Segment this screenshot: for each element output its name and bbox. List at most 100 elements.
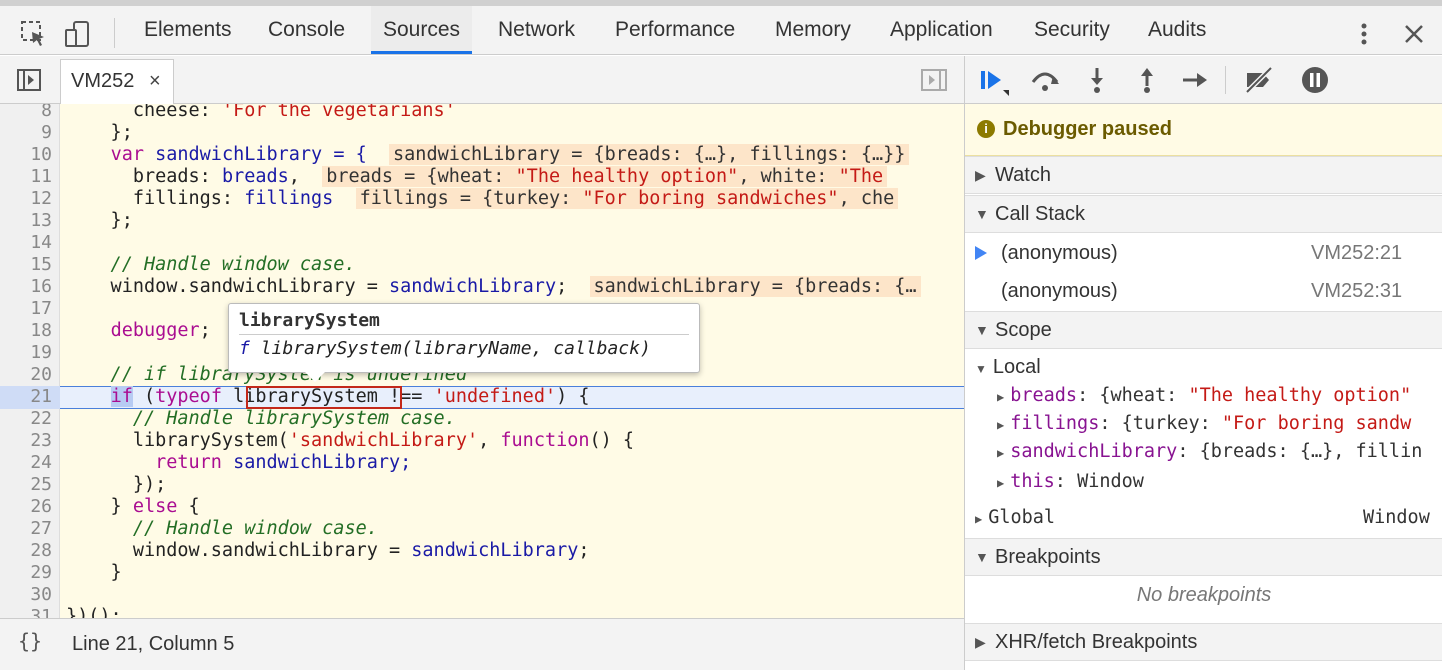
tab-elements[interactable]: Elements — [144, 18, 232, 41]
step-over-icon[interactable] — [1027, 62, 1063, 98]
line-number[interactable]: 23 — [30, 430, 52, 451]
triangle-right-icon: ▶ — [975, 167, 986, 183]
line-number[interactable]: 19 — [30, 342, 52, 363]
pause-on-exceptions-icon[interactable] — [1297, 62, 1333, 98]
code-line-9: }; — [66, 122, 133, 143]
device-toolbar-icon[interactable] — [58, 14, 98, 54]
code-line-15: // Handle window case. — [66, 254, 356, 275]
code-line-29: } — [66, 562, 122, 583]
line-number[interactable]: 28 — [30, 540, 52, 561]
code-line-28: window.sandwichLibrary = sandwichLibrary… — [66, 540, 590, 561]
line-number[interactable]: 22 — [30, 408, 52, 429]
triangle-down-icon: ▼ — [975, 206, 989, 222]
tab-network[interactable]: Network — [498, 18, 576, 41]
step-into-icon[interactable] — [1079, 62, 1115, 98]
toolbar-divider — [1225, 66, 1226, 94]
line-number[interactable]: 30 — [30, 584, 52, 605]
tab-performance[interactable]: Performance — [615, 18, 736, 41]
tab-memory[interactable]: Memory — [775, 18, 851, 41]
line-number[interactable]: 11 — [30, 166, 52, 187]
line-number[interactable]: 8 — [41, 104, 52, 121]
tab-application[interactable]: Application — [890, 18, 993, 41]
line-number[interactable]: 31 — [30, 606, 52, 618]
triangle-down-icon: ▼ — [975, 549, 989, 565]
xhr-breakpoints-section-header[interactable]: ▶XHR/fetch Breakpoints — [965, 623, 1442, 661]
editor-tabbar: VM252 × — [0, 56, 964, 104]
triangle-right-icon: ▶ — [997, 476, 1005, 490]
scope-item[interactable]: ▶sandwichLibrary: {breads: {…}, fillin — [997, 441, 1423, 462]
scope-item[interactable]: ▶breads: {wheat: "The healthy option" — [997, 385, 1412, 406]
toggle-debugger-sidebar-icon[interactable] — [920, 68, 948, 92]
triangle-right-icon: ▶ — [975, 512, 983, 526]
scope-item[interactable]: ▶fillings: {turkey: "For boring sandw — [997, 413, 1412, 434]
tab-audits[interactable]: Audits — [1148, 18, 1207, 41]
close-tab-icon[interactable]: × — [149, 70, 161, 92]
line-number[interactable]: 20 — [30, 364, 52, 385]
inspect-element-icon[interactable] — [14, 14, 54, 54]
file-tab-vm252[interactable]: VM252 × — [60, 59, 174, 104]
code-line-12: fillings: fillings fillings = {turkey: "… — [66, 188, 899, 210]
line-number[interactable]: 29 — [30, 562, 52, 583]
no-breakpoints-label: No breakpoints — [1136, 584, 1272, 606]
code-line-8: cheese: 'For the vegetarians' — [66, 104, 456, 121]
inline-value: breads = {wheat: "The healthy option", w… — [322, 166, 888, 187]
scope-local[interactable]: ▼Local — [975, 356, 1041, 378]
line-number[interactable]: 9 — [41, 122, 52, 143]
watch-section-header[interactable]: ▶Watch — [965, 156, 1442, 194]
code-line-18: debugger; — [110, 320, 211, 341]
tab-console[interactable]: Console — [268, 18, 346, 41]
pretty-print-button[interactable]: {} — [18, 629, 43, 653]
hovered-token-highlight — [246, 386, 402, 409]
triangle-right-icon: ▶ — [997, 446, 1005, 460]
line-number[interactable]: 12 — [30, 188, 52, 209]
devtools-toolbar: Elements Console Sources Network Perform… — [0, 0, 1442, 55]
breakpoints-section-header[interactable]: ▼Breakpoints — [965, 538, 1442, 576]
line-number[interactable]: 18 — [30, 320, 52, 341]
code-line-10: var sandwichLibrary = { sandwichLibrary … — [66, 144, 910, 166]
line-number[interactable]: 15 — [30, 254, 52, 275]
line-number[interactable]: 14 — [30, 232, 52, 253]
callstack-frame[interactable]: (anonymous) VM252:31 — [1001, 280, 1403, 302]
execution-line-gutter — [0, 386, 60, 409]
triangle-right-icon: ▶ — [997, 418, 1005, 432]
more-options-icon[interactable] — [1350, 14, 1378, 54]
callstack-frame[interactable]: (anonymous) VM252:21 — [965, 234, 1442, 272]
line-number[interactable]: 21 — [30, 386, 52, 407]
code-line-16: window.sandwichLibrary = sandwichLibrary… — [66, 276, 921, 298]
hover-popover: librarySystem f librarySystem(libraryNam… — [228, 303, 700, 373]
toggle-navigator-icon[interactable] — [16, 68, 42, 92]
editor-statusbar: {} Line 21, Column 5 — [0, 618, 964, 670]
code-line-31: })(); — [66, 606, 122, 618]
step-out-icon[interactable] — [1129, 62, 1165, 98]
deactivate-breakpoints-icon[interactable] — [1241, 62, 1277, 98]
line-number[interactable]: 25 — [30, 474, 52, 495]
debugger-sidebar: i Debugger paused ▶Watch ▼Call Stack (an… — [964, 56, 1442, 670]
popover-signature: f librarySystem(libraryName, callback) — [239, 338, 651, 359]
line-number[interactable]: 13 — [30, 210, 52, 231]
code-line-21: if (typeof librarySystem !== 'undefined'… — [110, 386, 590, 407]
scope-section-header[interactable]: ▼Scope — [965, 311, 1442, 349]
line-number[interactable]: 26 — [30, 496, 52, 517]
triangle-right-icon: ▶ — [997, 390, 1005, 404]
current-frame-arrow-icon — [975, 246, 987, 260]
callstack-section-header[interactable]: ▼Call Stack — [965, 195, 1442, 233]
close-devtools-icon[interactable] — [1396, 14, 1432, 54]
line-number[interactable]: 16 — [30, 276, 52, 297]
debugger-paused-banner: i Debugger paused — [965, 104, 1442, 156]
scope-item[interactable]: ▶this: Window — [997, 471, 1144, 492]
step-icon[interactable] — [1177, 62, 1213, 98]
triangle-down-icon: ▼ — [975, 362, 987, 376]
tab-security[interactable]: Security — [1034, 18, 1110, 41]
line-number[interactable]: 17 — [30, 298, 52, 319]
resume-icon[interactable] — [975, 62, 1011, 98]
code-line-11: breads: breads, breads = {wheat: "The he… — [66, 166, 888, 188]
inline-value: fillings = {turkey: "For boring sandwich… — [355, 188, 899, 209]
line-number[interactable]: 10 — [30, 144, 52, 165]
code-line-23: librarySystem('sandwichLibrary', functio… — [66, 430, 635, 451]
info-icon: i — [977, 120, 995, 138]
line-number[interactable]: 24 — [30, 452, 52, 473]
tab-sources[interactable]: Sources — [371, 6, 473, 54]
line-number[interactable]: 27 — [30, 518, 52, 539]
